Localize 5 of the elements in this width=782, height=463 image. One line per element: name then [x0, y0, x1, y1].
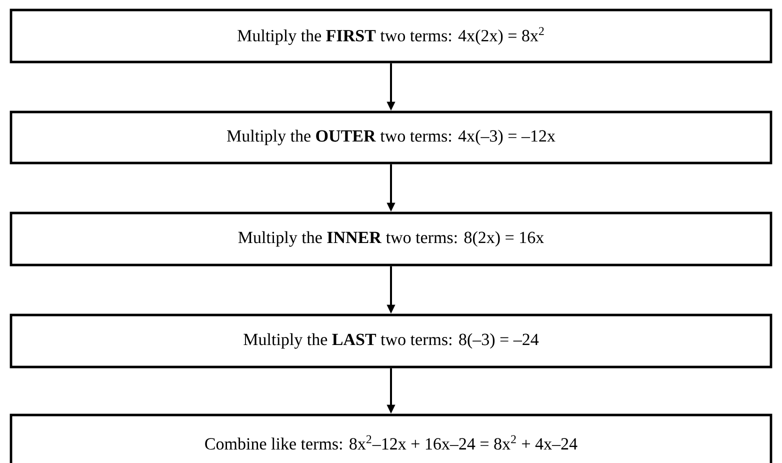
step-box: Multiply the LAST two terms: 8(–3) = –24 [10, 314, 772, 368]
step-box: Combine like terms: 8x$^{2}$–12x + 16x–24 = 8x$^{2}$ + 4x–24 [10, 414, 772, 463]
step-box: Multiply the OUTER two terms: 4x(–3) = –12x [10, 110, 772, 164]
step-box: Multiply the FIRST two terms: 4x(2x) = 8x$^{2}$ [10, 8, 772, 64]
step-box: Multiply the INNER two terms: 8(2x) = 16x [10, 212, 772, 266]
